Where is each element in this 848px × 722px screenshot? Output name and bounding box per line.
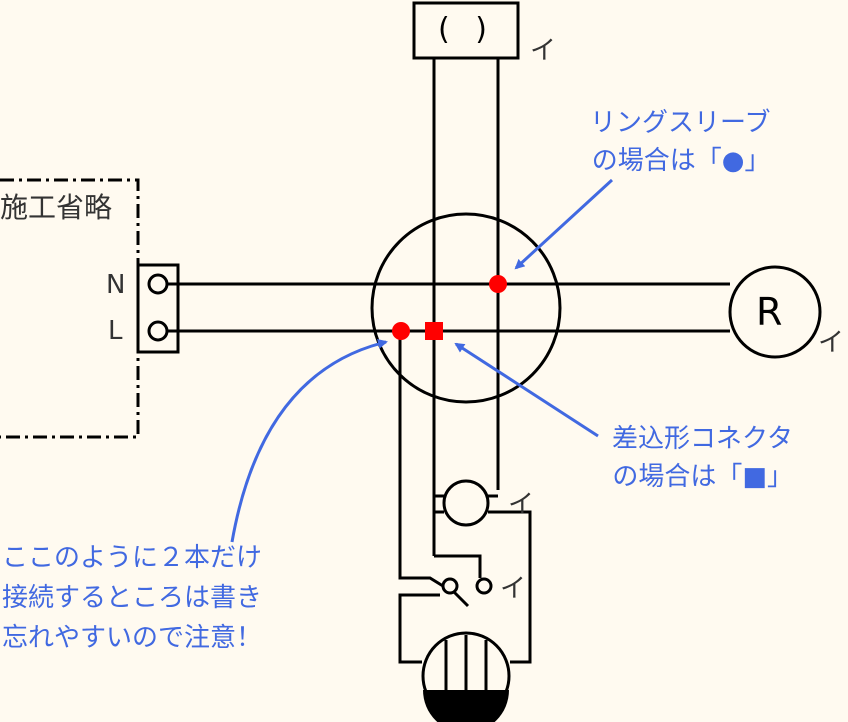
arrow-note <box>230 339 388 543</box>
omitted-area-label: 施工省略 <box>0 186 113 226</box>
switch-contact-right <box>475 577 493 595</box>
push-connector-line-2: の場合は「■」 <box>612 462 793 492</box>
receptacle-outline <box>728 265 822 359</box>
terminal-l-label: L <box>108 316 123 346</box>
terminal-n-screw <box>147 273 169 295</box>
switch-wire-mark: イ <box>500 574 527 604</box>
receptacle-symbol: R <box>756 290 783 334</box>
ceiling-fixture-box <box>412 1 520 60</box>
wire-switch-to-outlet <box>398 593 440 664</box>
wire-vertical-left-to-switch <box>434 554 482 578</box>
ring-sleeve-marker-l <box>392 322 410 340</box>
bottom-outlet-fill <box>423 690 509 722</box>
ring-sleeve-annotation: リングスリーブ の場合は「●」 <box>590 104 770 180</box>
caution-note-line-2: 接続するところは書き <box>2 583 263 613</box>
arrow-ring-sleeve <box>514 178 614 270</box>
switch-contact-left <box>441 577 459 595</box>
push-connector-marker <box>425 322 443 340</box>
caution-note-line-1: ここのように２本だけ <box>2 543 263 573</box>
arrow-push-connector <box>454 342 599 438</box>
receptacle-wire-mark: イ <box>818 328 845 358</box>
pilot-lamp <box>442 479 490 527</box>
ceiling-fixture-wire-mark: イ <box>530 36 557 66</box>
wire-l-to-switch <box>398 331 444 588</box>
switch-lever <box>452 590 470 608</box>
ring-sleeve-marker-n <box>489 275 507 293</box>
ceiling-fixture-symbol: ( ) <box>438 12 495 47</box>
ring-sleeve-line-2: の場合は「●」 <box>591 146 771 176</box>
wire-lamp-bottom-right <box>488 510 532 664</box>
omitted-area-boundary <box>0 178 140 439</box>
caution-note: ここのように２本だけ 接続するところは書き 忘れやすいので注意！ <box>2 538 262 658</box>
joint-box <box>370 212 562 404</box>
terminal-l-screw <box>147 320 169 342</box>
terminal-n-label: N <box>106 270 126 300</box>
caution-note-line-3: 忘れやすいので注意！ <box>2 623 263 653</box>
push-connector-line-1: 差込形コネクタ <box>612 424 793 454</box>
pilot-lamp-wire-mark: イ <box>508 490 535 520</box>
ring-sleeve-line-1: リングスリーブ <box>590 108 771 138</box>
push-connector-annotation: 差込形コネクタ の場合は「■」 <box>612 420 793 496</box>
